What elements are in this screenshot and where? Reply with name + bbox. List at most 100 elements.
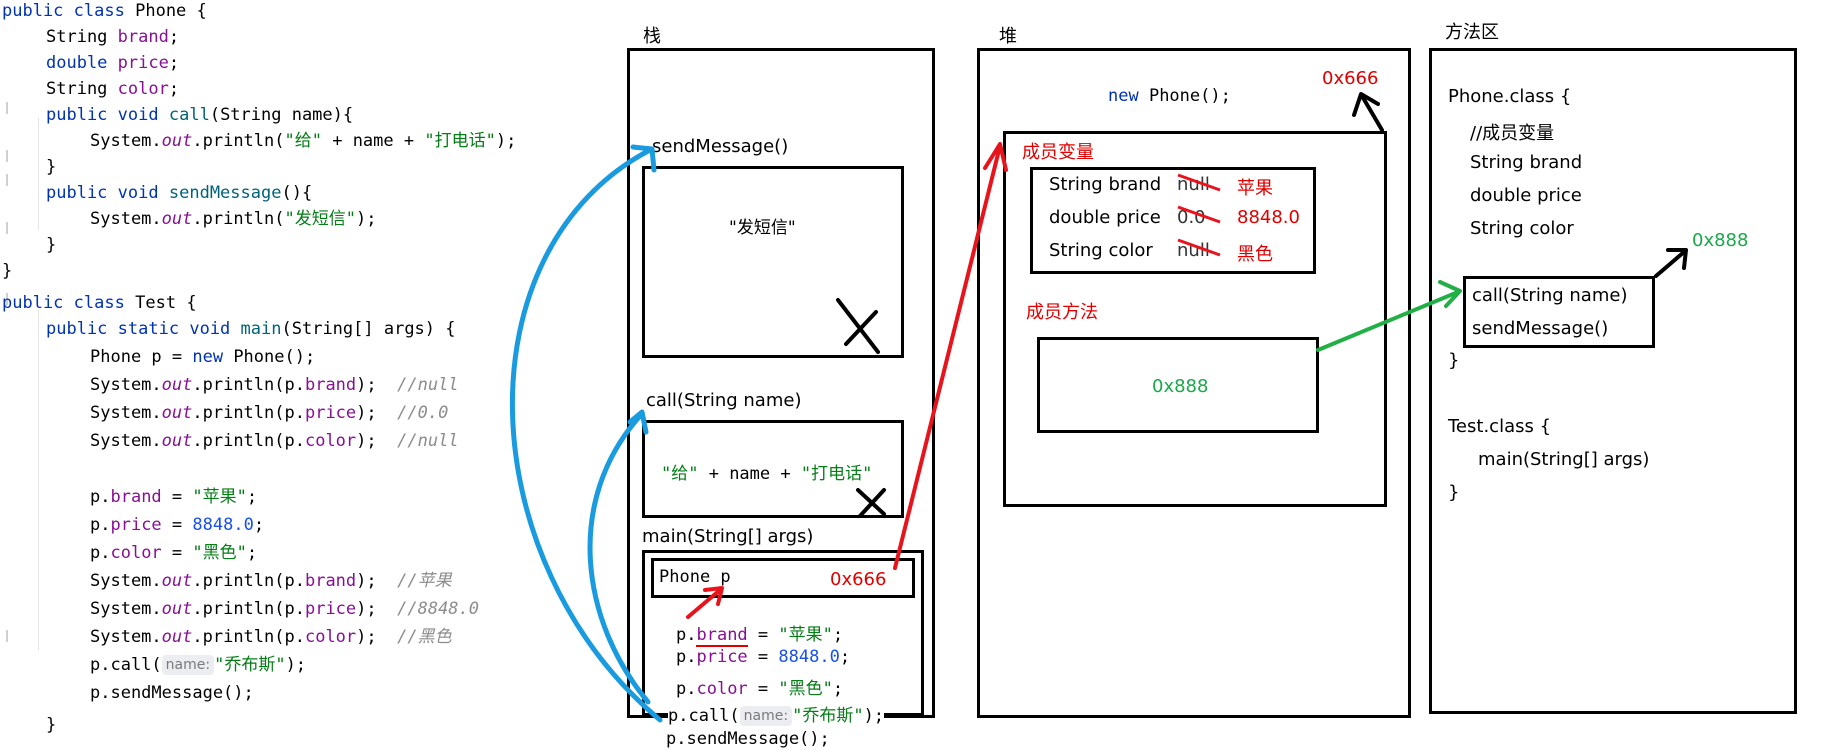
main-line-send: p.sendMessage(); xyxy=(666,729,830,749)
fold-marker[interactable] xyxy=(6,293,8,305)
indent-guide xyxy=(38,310,39,650)
strike-mark xyxy=(1177,205,1221,224)
code-line-send: p.sendMessage(); xyxy=(90,683,254,703)
code-line-field-color: String color; xyxy=(46,79,180,99)
code-line-print-color-2: System.out.println(p.color); //黑色 xyxy=(90,627,452,647)
black-arrow-object-address xyxy=(1360,94,1384,132)
code-line-print-color: System.out.println(p.color); //null xyxy=(90,431,459,451)
main-frame-label: main(String[] args) xyxy=(642,526,814,547)
green-arrow-head xyxy=(1438,280,1462,308)
test-class-close: } xyxy=(1448,482,1460,503)
heap-area xyxy=(977,48,1411,718)
blue-arrow-send-message xyxy=(510,147,663,723)
code-line-close: } xyxy=(46,157,57,177)
method-reference-address: 0x888 xyxy=(1152,376,1209,397)
phone-class-comment: //成员变量 xyxy=(1470,123,1555,144)
code-line-print-brand-2: System.out.println(p.brand); //苹果 xyxy=(90,571,452,591)
strike-mark xyxy=(1177,238,1221,257)
heap-field-name: String color xyxy=(1049,240,1153,261)
phone-class-close: } xyxy=(1448,350,1460,371)
fold-marker[interactable] xyxy=(6,150,8,162)
phone-class-field: double price xyxy=(1470,185,1582,206)
stack-title: 栈 xyxy=(643,26,661,47)
code-line-print-price-2: System.out.println(p.price); //8848.0 xyxy=(90,599,480,619)
code-line-main-signature: public static void main(String[] args) { xyxy=(46,319,456,339)
code-line-field-price: double price; xyxy=(46,53,180,73)
phone-variable: Phone p xyxy=(659,567,731,587)
code-editor: public class Phone { String brand; doubl… xyxy=(0,0,560,755)
code-line-call-body: System.out.println("给" + name + "打电话"); xyxy=(90,131,517,151)
black-arrow-head xyxy=(1352,92,1380,117)
heap-field-old-value: null xyxy=(1177,240,1210,261)
fold-marker[interactable] xyxy=(6,630,8,642)
phone-object xyxy=(1003,131,1387,507)
main-line-brand: p.brand = "苹果"; xyxy=(676,625,844,647)
heap-field-old-value: null xyxy=(1177,174,1210,195)
code-line-print-brand: System.out.println(p.brand); //null xyxy=(90,375,459,395)
red-arrow-head xyxy=(983,142,1008,172)
heap-field-new-value: 8848.0 xyxy=(1237,207,1300,228)
main-line-call: p.call(name:"乔布斯"); xyxy=(668,701,885,726)
call-frame-label: call(String name) xyxy=(646,390,802,411)
red-arrow-reference xyxy=(893,144,1002,570)
heap-field-new-value: 苹果 xyxy=(1237,178,1273,199)
popped-frame-cross xyxy=(836,298,880,354)
blue-arrow-call xyxy=(587,413,651,705)
code-line-test-class: public class Test { xyxy=(2,293,197,313)
heap-object-address: 0x666 xyxy=(1322,68,1379,89)
member-variables-box: String brand null 苹果 double price 0.0 88… xyxy=(1030,167,1316,274)
method-area xyxy=(1429,48,1797,714)
blue-arrow-head xyxy=(630,144,657,173)
heap-field-name: String brand xyxy=(1049,174,1162,195)
call-frame: "给" + name + "打电话" xyxy=(642,420,904,518)
method-send-message: sendMessage() xyxy=(1472,318,1609,339)
black-arrow-methods-address xyxy=(1654,250,1686,278)
code-line-send-signature: public void sendMessage(){ xyxy=(46,183,313,203)
code-line-close: } xyxy=(46,715,57,735)
heap-field-old-value: 0.0 xyxy=(1177,207,1206,228)
methods-address: 0x888 xyxy=(1692,230,1749,251)
strike-mark xyxy=(1177,173,1221,192)
phone-variable-box: Phone p 0x666 xyxy=(651,558,915,598)
main-line-price: p.price = 8848.0; xyxy=(676,647,851,667)
phone-class-field: String color xyxy=(1470,218,1574,239)
send-message-frame: "发短信" xyxy=(642,166,904,358)
test-class-header: Test.class { xyxy=(1448,416,1552,437)
member-methods-label: 成员方法 xyxy=(1026,302,1098,323)
heap-new-expression: new Phone(); xyxy=(1108,86,1231,106)
code-line-assign-brand: p.brand = "苹果"; xyxy=(90,487,258,507)
phone-class-field: String brand xyxy=(1470,152,1583,173)
blue-arrow-head xyxy=(627,409,649,435)
code-line-assign-color: p.color = "黑色"; xyxy=(90,543,258,563)
popped-frame-cross xyxy=(856,488,886,518)
code-line-send-body: System.out.println("发短信"); xyxy=(90,209,377,229)
red-arrow-field-access xyxy=(686,588,722,619)
code-line-phone-class: public class Phone { xyxy=(2,1,207,21)
code-line-assign-price: p.price = 8848.0; xyxy=(90,515,265,535)
code-line-new-phone: Phone p = new Phone(); xyxy=(90,347,316,367)
parameter-hint: name: xyxy=(161,655,215,675)
main-line-color: p.color = "黑色"; xyxy=(676,679,844,699)
green-arrow-method-reference xyxy=(1316,290,1460,352)
fold-marker[interactable] xyxy=(6,102,8,114)
red-arrow-head xyxy=(703,586,724,606)
code-line-print-price: System.out.println(p.price); //0.0 xyxy=(90,403,449,423)
phone-methods-box: call(String name) sendMessage() xyxy=(1463,276,1655,348)
test-class-main: main(String[] args) xyxy=(1478,449,1650,470)
heap-field-new-value: 黑色 xyxy=(1237,244,1273,265)
fold-marker[interactable] xyxy=(6,174,8,186)
code-line-close: } xyxy=(46,235,57,255)
member-variables-label: 成员变量 xyxy=(1022,142,1094,163)
send-message-output: "发短信" xyxy=(729,218,796,238)
fold-marker[interactable] xyxy=(6,222,8,234)
indent-guide xyxy=(38,118,39,230)
code-line-call: p.call(name:"乔布斯"); xyxy=(90,655,307,675)
phone-reference-address: 0x666 xyxy=(830,569,887,590)
heap-title: 堆 xyxy=(999,26,1017,47)
parameter-hint: name: xyxy=(739,706,793,726)
send-message-frame-label: sendMessage() xyxy=(652,136,789,157)
call-output: "给" + name + "打电话" xyxy=(661,464,873,484)
code-line-call-signature: public void call(String name){ xyxy=(46,105,354,125)
code-line-field-brand: String brand; xyxy=(46,27,180,47)
